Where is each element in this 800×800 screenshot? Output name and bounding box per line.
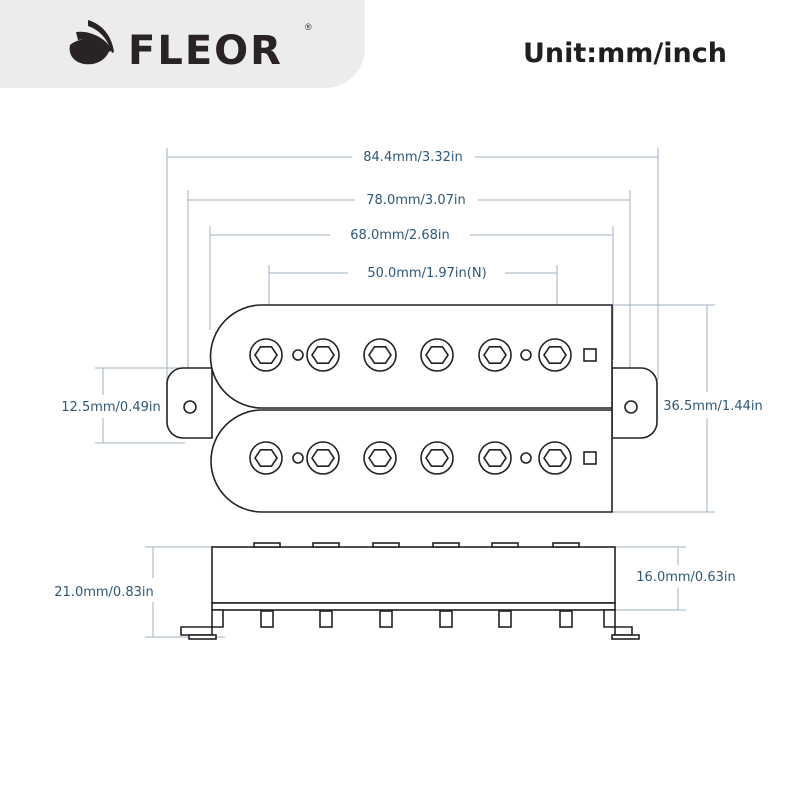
pole-spacing-label: 50.0mm/1.97in(N) xyxy=(367,266,486,281)
left-mount-hole xyxy=(183,400,197,414)
square-marker xyxy=(583,348,597,362)
pole-top xyxy=(253,542,281,548)
pole-leg xyxy=(498,610,512,628)
left-foot-pad xyxy=(188,634,217,640)
pole-leg xyxy=(379,610,393,628)
small-hole xyxy=(520,452,532,464)
hex-screw-icon xyxy=(368,345,392,365)
leaf-icon xyxy=(69,20,114,65)
right-foot-pad xyxy=(611,634,640,640)
small-hole xyxy=(520,349,532,361)
top-coil xyxy=(209,304,613,409)
hex-screw-icon xyxy=(543,448,567,468)
hex-screw-icon xyxy=(483,448,507,468)
base-plate xyxy=(211,602,616,611)
ear-height-label: 12.5mm/0.49in xyxy=(61,400,160,415)
registered-mark: ® xyxy=(305,22,312,32)
pole-leg xyxy=(260,610,274,628)
pole-top xyxy=(312,542,340,548)
body-width-label: 68.0mm/2.68in xyxy=(350,228,449,243)
right-mount-hole xyxy=(624,400,638,414)
hex-screw-icon xyxy=(543,345,567,365)
pole-leg xyxy=(439,610,453,628)
body-height-label: 16.0mm/0.63in xyxy=(636,570,735,585)
left-foot xyxy=(180,609,224,636)
dimension-lines xyxy=(102,156,708,637)
side-body xyxy=(211,546,616,604)
mount-hole-spacing-label: 78.0mm/3.07in xyxy=(366,193,465,208)
hex-screw-icon xyxy=(425,345,449,365)
pole-top xyxy=(372,542,400,548)
hex-screw-icon xyxy=(425,448,449,468)
pole-top xyxy=(552,542,580,548)
square-marker xyxy=(583,451,597,465)
pole-top xyxy=(491,542,519,548)
brand-name: FLEOR xyxy=(128,28,283,74)
pickup-top-view xyxy=(166,304,658,513)
hex-screw-icon xyxy=(311,345,335,365)
hex-screw-icon xyxy=(254,345,278,365)
hex-screw-icon xyxy=(254,448,278,468)
pickup-side-view xyxy=(180,542,640,640)
bottom-coil xyxy=(210,409,613,513)
overall-width-label: 84.4mm/3.32in xyxy=(363,150,462,165)
pole-leg xyxy=(559,610,573,628)
small-hole xyxy=(292,349,304,361)
hex-screw-icon xyxy=(483,345,507,365)
hex-screw-icon xyxy=(368,448,392,468)
pole-leg xyxy=(319,610,333,628)
total-height-label: 21.0mm/0.83in xyxy=(54,585,153,600)
body-length-label: 36.5mm/1.44in xyxy=(663,399,762,414)
pole-top xyxy=(432,542,460,548)
brand-logo: FLEOR ® xyxy=(69,20,312,74)
unit-label: Unit:mm/inch xyxy=(523,38,727,69)
hex-screw-icon xyxy=(311,448,335,468)
right-foot xyxy=(603,609,633,636)
small-hole xyxy=(292,452,304,464)
